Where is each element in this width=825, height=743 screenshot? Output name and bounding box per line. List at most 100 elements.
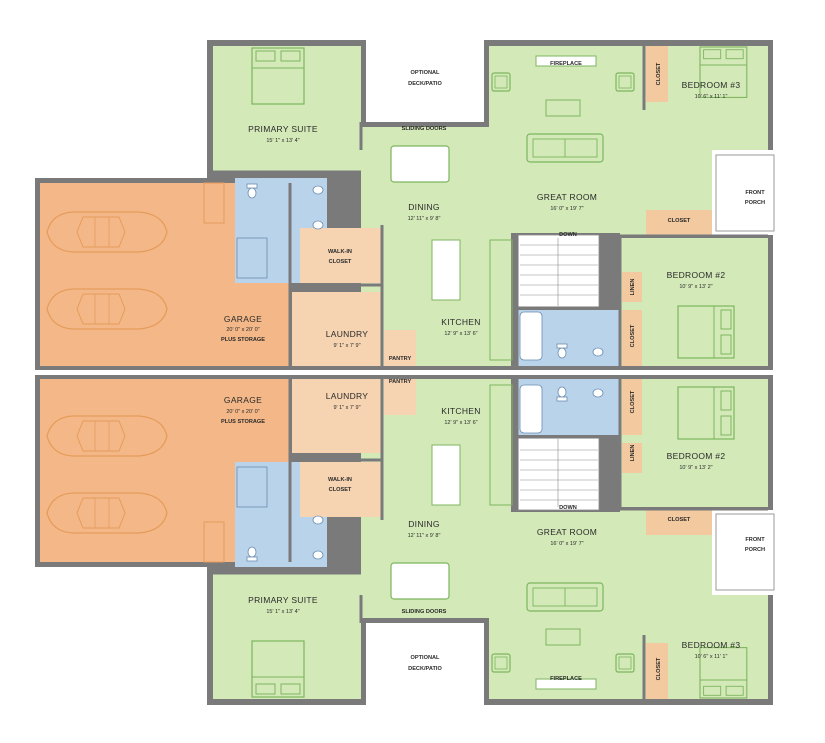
room-dims: PLUS STORAGE — [221, 419, 265, 425]
stairs-icon — [520, 238, 598, 306]
deck-area — [367, 45, 483, 121]
room-name: KITCHEN — [441, 317, 480, 327]
shower-stall — [236, 466, 268, 508]
labels-lower: PRIMARY SUITE 15' 1" x 13' 4" OPTIONAL D… — [221, 379, 765, 682]
closet-label: CLOSET — [656, 62, 662, 85]
linen-label: LINEN — [630, 445, 636, 462]
room-name: BEDROOM #2 — [667, 451, 726, 461]
pantry-label: PANTRY — [389, 356, 412, 362]
sink-icon — [312, 220, 324, 230]
toilet-icon — [556, 386, 568, 402]
sink-icon — [592, 388, 604, 398]
room-name: DINING — [408, 519, 440, 529]
sofa-icon — [526, 582, 604, 612]
room-dims: 20' 0" x 20' 0" — [226, 409, 259, 415]
sink-icon — [312, 185, 324, 195]
room-dims: 16' 0" x 19' 7" — [550, 206, 583, 212]
kitchen-counter — [489, 384, 513, 506]
toilet-icon — [246, 183, 258, 199]
kitchen-island — [431, 444, 461, 506]
bed-icon — [251, 640, 305, 698]
dining-table-icon — [390, 145, 450, 183]
armchair-icon — [491, 72, 511, 92]
stairs-icon — [520, 439, 598, 507]
deck-label: DECK/PATIO — [408, 666, 442, 672]
armchair-icon — [491, 653, 511, 673]
sofa-icon — [526, 133, 604, 163]
closet-label: CLOSET — [656, 657, 662, 680]
closet-label: CLOSET — [630, 324, 636, 347]
unit-upper — [35, 40, 775, 370]
room-name: PRIMARY SUITE — [248, 124, 318, 134]
room-dims: PLUS STORAGE — [221, 337, 265, 343]
room-dims: 20' 0" x 20' 0" — [226, 327, 259, 333]
closet-hall — [646, 510, 712, 535]
sink-icon — [312, 550, 324, 560]
pantry-room — [384, 379, 416, 415]
toilet-icon — [246, 546, 258, 562]
deck-label: OPTIONAL — [411, 70, 440, 76]
porch-label: FRONT — [745, 537, 765, 543]
room-name: KITCHEN — [441, 406, 480, 416]
sink-icon — [312, 515, 324, 525]
deck-area — [367, 624, 483, 700]
laundry-room — [292, 379, 382, 453]
deck-label: OPTIONAL — [411, 655, 440, 661]
armchair-icon — [615, 653, 635, 673]
labels-upper: PRIMARY SUITE 15' 1" x 13' 4" OPTIONAL D… — [221, 61, 765, 362]
walk-in-closet-label: WALK-IN — [328, 477, 352, 483]
closet-linen — [622, 272, 642, 302]
room-dims: 15' 1" x 13' 4" — [266, 138, 299, 144]
pantry-label: PANTRY — [389, 379, 412, 385]
porch-area — [715, 154, 775, 232]
sink-icon — [592, 347, 604, 357]
stairs-label: DOWN — [559, 505, 577, 511]
walk-in-closet-room — [300, 462, 382, 517]
porch-label: FRONT — [745, 190, 765, 196]
room-name: BEDROOM #2 — [667, 270, 726, 280]
walk-in-closet-label: CLOSET — [329, 259, 352, 265]
sliding-doors-label: SLIDING DOORS — [402, 609, 447, 615]
coffee-table — [545, 628, 581, 646]
bathtub-icon — [519, 311, 543, 361]
room-dims: 10' 6" x 11' 1" — [695, 654, 728, 660]
dining-table-icon — [390, 562, 450, 600]
room-dims: 10' 9" x 13' 2" — [679, 465, 712, 471]
stairs-label: DOWN — [559, 232, 577, 238]
room-name: BEDROOM #3 — [682, 80, 741, 90]
closet-linen — [622, 443, 642, 473]
linen-label: LINEN — [630, 279, 636, 296]
room-name: GARAGE — [224, 395, 262, 405]
room-dims: 10' 6" x 11' 1" — [695, 94, 728, 100]
room-dims: 12' 11" x 9' 8" — [408, 216, 441, 222]
room-name: LAUNDRY — [326, 329, 369, 339]
armchair-icon — [615, 72, 635, 92]
room-name: DINING — [408, 202, 440, 212]
bed-icon — [677, 386, 735, 440]
bathtub-icon — [519, 384, 543, 434]
room-dims: 12' 9" x 13' 6" — [444, 420, 477, 426]
walk-in-closet-label: CLOSET — [329, 487, 352, 493]
closet-bedroom3 — [646, 643, 668, 699]
room-dims: 12' 9" x 13' 6" — [444, 331, 477, 337]
kitchen-counter — [489, 239, 513, 361]
porch-label: PORCH — [745, 200, 765, 206]
walk-in-closet-room — [300, 228, 382, 283]
closet-bedroom2 — [622, 379, 642, 435]
unit-lower — [35, 375, 775, 705]
closet-label: CLOSET — [668, 517, 691, 523]
closet-label: CLOSET — [668, 218, 691, 224]
fireplace-label: FIREPLACE — [550, 676, 582, 682]
room-name: GREAT ROOM — [537, 192, 597, 202]
room-name: GREAT ROOM — [537, 527, 597, 537]
toilet-icon — [556, 343, 568, 359]
room-dims: 16' 0" x 19' 7" — [550, 541, 583, 547]
bed-icon — [677, 305, 735, 359]
closet-hall — [646, 210, 712, 235]
pantry-room — [384, 330, 416, 366]
deck-label: DECK/PATIO — [408, 81, 442, 87]
room-dims: 9' 1" x 7' 9" — [333, 343, 360, 349]
walk-in-closet-label: WALK-IN — [328, 249, 352, 255]
room-name: GARAGE — [224, 314, 262, 324]
